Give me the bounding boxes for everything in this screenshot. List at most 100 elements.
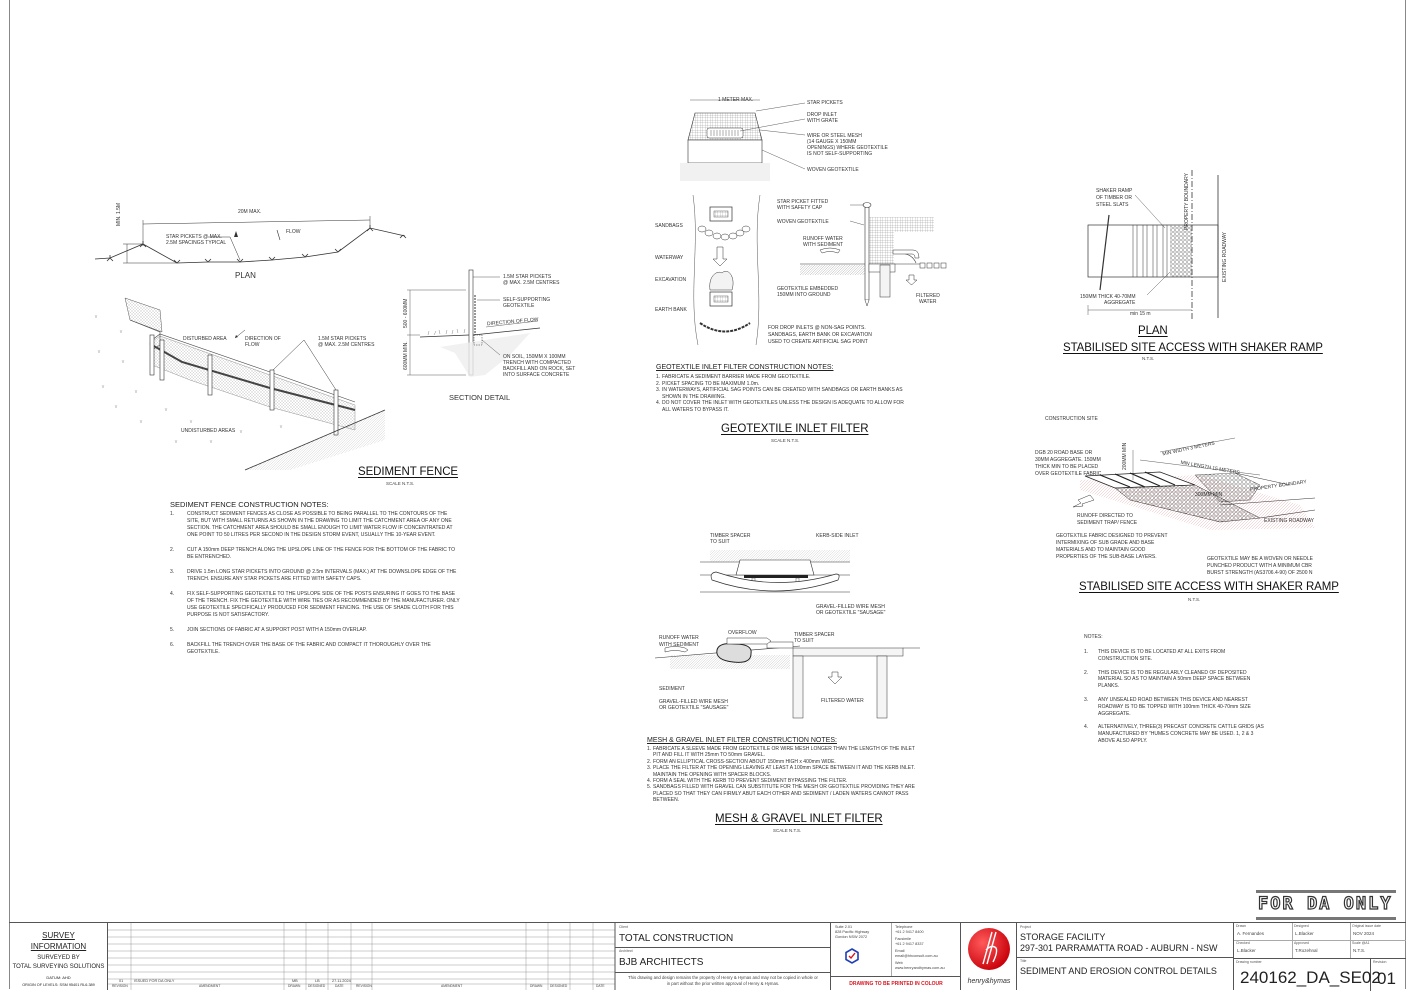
sheet-border-left bbox=[9, 0, 10, 989]
client-label: Client bbox=[619, 925, 628, 929]
iso-geotextile-fabric-4: PROPERTIES OF THE SUB-BASE LAYERS. bbox=[1056, 554, 1157, 560]
mesh-gravel-section-drawing bbox=[654, 637, 920, 719]
note-item: 3.PLACE THE FILTER AT THE OPENING LEAVIN… bbox=[647, 765, 916, 778]
note-item: 4.ALTERNATIVELY, THREE(3) PRECAST CONCRE… bbox=[1084, 724, 1264, 744]
section-geotextile-2: GEOTEXTILE bbox=[503, 303, 535, 309]
rev-revision: 01 bbox=[119, 979, 124, 983]
shaker-label-3: STEEL SLATS bbox=[1096, 202, 1129, 208]
iso-road-base-2: 30mm AGGREGATE. 150mm bbox=[1035, 457, 1101, 463]
datum: DATUM: AHD bbox=[46, 975, 71, 980]
issue-date-label: Original issue date bbox=[1352, 924, 1381, 928]
facsimile-value: +61 2 9417 8337 bbox=[895, 942, 924, 946]
project-name: STORAGE FACILITY bbox=[1020, 932, 1106, 942]
section-dim-top: 500 - 600mm bbox=[403, 298, 409, 328]
title-block: SURVEY INFORMATION SURVEYED BY TOTAL SUR… bbox=[9, 922, 1406, 991]
mg-timber-spacer-1: TIMBER SPACER bbox=[794, 632, 835, 638]
iso-geotextile-fabric-3: MATERIALS AND TO MAINTAIN GOOD bbox=[1056, 547, 1146, 553]
client-name: TOTAL CONSTRUCTION bbox=[619, 933, 734, 944]
shaker-iso-title: STABILISED SITE ACCESS WITH SHAKER RAMP bbox=[1079, 581, 1339, 593]
iso-runoff-2: SEDIMENT TRAP/ FENCE bbox=[1077, 520, 1138, 526]
section-trench-2: TRENCH WITH COMPACTED bbox=[503, 360, 571, 366]
iso-star-pickets-label-1: 1.5m STAR PICKETS bbox=[318, 336, 367, 342]
drawing-number-label: Drawing number bbox=[1236, 960, 1262, 964]
sediment-fence-iso-drawing bbox=[94, 297, 386, 471]
rev-drawn: MB bbox=[292, 979, 298, 983]
print-in-colour-note: DRAWING TO BE PRINTED IN COLOUR bbox=[849, 981, 943, 987]
drawn-label: Drawn bbox=[1236, 924, 1247, 928]
kerb-side-inlet-label: KERB-SIDE INLET bbox=[816, 533, 859, 539]
note-item: 4.DO NOT COVER THE INLET WITH GEOTEXTILE… bbox=[656, 400, 904, 413]
header-drawn: DRAWN bbox=[288, 984, 301, 988]
approvals-cell: Drawn A. Fernandes Designed L.Blacker Or… bbox=[1234, 923, 1406, 958]
note-item: 3.DRIVE 1.5m LONG STAR PICKETS INTO GROU… bbox=[170, 569, 457, 582]
project-address: 297-301 PARRAMATTA ROAD - AUBURN - NSW bbox=[1020, 943, 1218, 953]
geo-label-star-pickets: STAR PICKETS bbox=[807, 100, 843, 106]
facsimile-label: Facsimile bbox=[895, 937, 912, 941]
issue-date-value: NOV 2024 bbox=[1353, 931, 1375, 936]
survey-heading-1: SURVEY bbox=[42, 931, 75, 940]
section-geotextile-1: SELF-SUPPORTING bbox=[503, 297, 551, 303]
header-revision-2: REVISION bbox=[356, 984, 372, 988]
telephone-label: Telephone bbox=[895, 925, 913, 929]
iso-road-base-1: DGB 20 ROAD BASE OR bbox=[1035, 450, 1093, 456]
geo-label-mesh-3: OPENINGS) WHERE GEOTEXTILE bbox=[807, 145, 888, 151]
client-architect: Client TOTAL CONSTRUCTION Architect BJB … bbox=[615, 923, 831, 990]
geo-section-star-picket-2: WITH SAFETY CAP bbox=[777, 205, 823, 211]
sediment-fence-notes: 1.CONSTRUCT SEDIMENT FENCES AS CLOSE AS … bbox=[170, 511, 460, 656]
mg-sausage-1: GRAVEL-FILLED WIRE MESH bbox=[659, 699, 728, 705]
note-item: 2.CUT A 150mm DEEP TRENCH ALONG THE UPSL… bbox=[170, 547, 456, 560]
section-detail-drawing bbox=[407, 269, 541, 377]
geo-section-embedded-1: GEOTEXTILE EMBEDDED bbox=[777, 286, 839, 292]
sandbags-label: SANDBAGS bbox=[655, 223, 683, 229]
mg-runoff-1: RUNOFF WATER bbox=[659, 635, 699, 641]
rev-designed: LB bbox=[315, 979, 320, 983]
section-star-pickets-1: 1.5m STAR PICKETS bbox=[503, 274, 552, 280]
mesh-gravel-plan-drawing bbox=[700, 550, 850, 593]
note-item: 5.SANDBAGS FILLED WITH GRAVEL CAN SUBSTI… bbox=[647, 784, 915, 804]
geotextile-filter-section-drawing bbox=[800, 202, 947, 307]
iso-geotextile-note-2: PUNCHED PRODUCT WITH A MINIMUM CBR bbox=[1207, 563, 1312, 569]
email-link[interactable]: email@hhconsult.com.au bbox=[895, 954, 938, 958]
note-item: 2.FORM AN ELLIPTICAL CROSS-SECTION ABOUT… bbox=[647, 758, 836, 765]
drawing-number-cell: Drawing number 240162_DA_SE02 Revision 0… bbox=[1234, 958, 1406, 991]
timber-spacer-label-1: TIMBER SPACER bbox=[710, 533, 751, 539]
iso-geotextile-note-3: BURST STRENGTH (AS3706.4-90) OF 2500 N bbox=[1207, 570, 1313, 576]
geotextile-notes: 1.FABRICATE A SEDIMENT BARRIER MADE FROM… bbox=[656, 374, 906, 414]
email-label: Email bbox=[895, 949, 905, 953]
drawing-title: SEDIMENT AND EROSION CONTROL DETAILS bbox=[1020, 966, 1217, 976]
copyright-note: This drawing and design remains the prop… bbox=[628, 975, 818, 986]
geo-label-woven: WOVEN GEOTEXTILE bbox=[807, 167, 859, 173]
architect-label: Architect bbox=[619, 949, 633, 953]
plan-label: PLAN bbox=[235, 271, 256, 280]
rev-amendment: ISSUED FOR DA ONLY bbox=[134, 979, 175, 983]
shaker-iso-scale: N.T.S. bbox=[1188, 597, 1201, 602]
revision-number: 01 bbox=[1377, 969, 1396, 988]
iso-star-pickets-label-2: @ MAX. 2.5m CENTRES bbox=[318, 342, 375, 348]
sheet-border-right bbox=[1405, 0, 1406, 989]
address-line-3: Gordon NSW 2072 bbox=[835, 935, 868, 939]
note-item: 2.THIS DEVICE IS TO BE REGULARLY CLEANED… bbox=[1084, 669, 1251, 690]
flow-label: FLOW bbox=[286, 229, 301, 235]
note-item: 6.BACKFILL THE TRENCH OVER THE BASE OF T… bbox=[170, 642, 431, 655]
header-date-2: DATE bbox=[596, 984, 605, 988]
shaker-notes: 1.THIS DEVICE IS TO BE LOCATED AT ALL EX… bbox=[1084, 649, 1264, 745]
geotextile-filter-title: GEOTEXTILE INLET FILTER bbox=[721, 423, 869, 435]
iso-dim-200: 200mm MIN bbox=[1122, 442, 1128, 470]
drop-inlet-note-2: SANDBAGS, EARTH BANK OR EXCAVATION bbox=[768, 332, 872, 338]
geo-section-star-picket-1: STAR PICKET FITTED bbox=[777, 199, 829, 205]
approved-label: Approved bbox=[1294, 941, 1309, 945]
logo-cell: henry&hymas bbox=[961, 923, 1017, 990]
surveyed-by: SURVEYED BY bbox=[37, 955, 80, 961]
mg-overflow: OVERFLOW bbox=[728, 630, 757, 636]
web-link[interactable]: www.henryandhymas.com.au bbox=[895, 966, 945, 970]
section-trench-4: INTO SURFACE CONCRETE bbox=[503, 372, 570, 378]
shaker-notes-heading: NOTES: bbox=[1084, 634, 1103, 640]
shaker-plan-scale: N.T.S. bbox=[1142, 356, 1155, 361]
direction-of-flow-label-1: DIRECTION OF bbox=[245, 336, 281, 342]
note-item: 1.FABRICATE A SLEEVE MADE FROM GEOTEXTIL… bbox=[647, 746, 915, 759]
mg-sediment: SEDIMENT bbox=[659, 686, 685, 692]
survey-info: SURVEY INFORMATION SURVEYED BY TOTAL SUR… bbox=[9, 923, 108, 990]
iso-road-base-4: OVER GEOTEXTILE FABRIC bbox=[1035, 471, 1102, 477]
note-item: 2.PICKET SPACING TO BE MAXIMUM 1.0m. bbox=[656, 380, 760, 387]
iso-geotextile-fabric-2: INTERMIXING OF SUB GRADE AND BASE bbox=[1056, 540, 1155, 546]
